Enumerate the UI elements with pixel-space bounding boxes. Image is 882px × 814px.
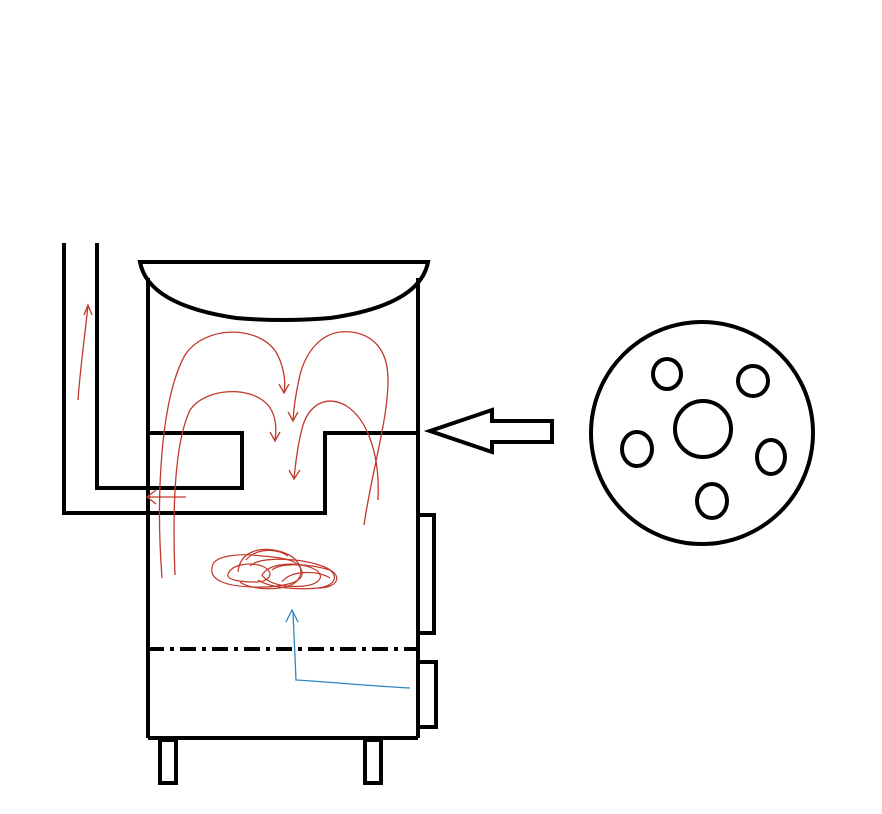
flame-icon xyxy=(211,548,338,590)
loading-door xyxy=(418,513,436,635)
leg-left xyxy=(158,738,178,785)
leg-right xyxy=(363,738,383,785)
gas-flow-line xyxy=(292,331,389,526)
arrow-up-icon xyxy=(285,608,299,623)
hot-gas-flow xyxy=(77,303,389,579)
plate-hole xyxy=(620,430,654,468)
plate-hole xyxy=(651,357,683,391)
arrow-left-icon xyxy=(423,407,554,455)
gas-flow-arrowhead xyxy=(145,489,157,505)
air-flow-line xyxy=(292,611,411,689)
gas-flow-line xyxy=(173,391,277,576)
plate-hole xyxy=(736,364,770,398)
chimney-pipe-inner xyxy=(95,243,244,490)
gas-flow-line xyxy=(77,304,89,401)
gas-flow-arrowhead xyxy=(269,431,281,443)
gas-flow-line xyxy=(158,331,286,579)
baffle-plate-top-view xyxy=(589,320,815,546)
dome-lid xyxy=(137,260,431,322)
gas-flow-line xyxy=(293,400,379,501)
gas-flow-arrowhead xyxy=(288,469,301,481)
air-flow xyxy=(285,608,411,689)
gas-flow-arrowhead xyxy=(278,383,290,395)
ash-door xyxy=(418,660,438,729)
plate-outline xyxy=(589,320,815,546)
plate-hole xyxy=(695,482,729,520)
gas-flow-arrowhead xyxy=(287,411,299,423)
plate-hole xyxy=(755,438,787,476)
plate-center-hole xyxy=(673,399,733,459)
gas-flow-arrowhead xyxy=(83,303,93,316)
